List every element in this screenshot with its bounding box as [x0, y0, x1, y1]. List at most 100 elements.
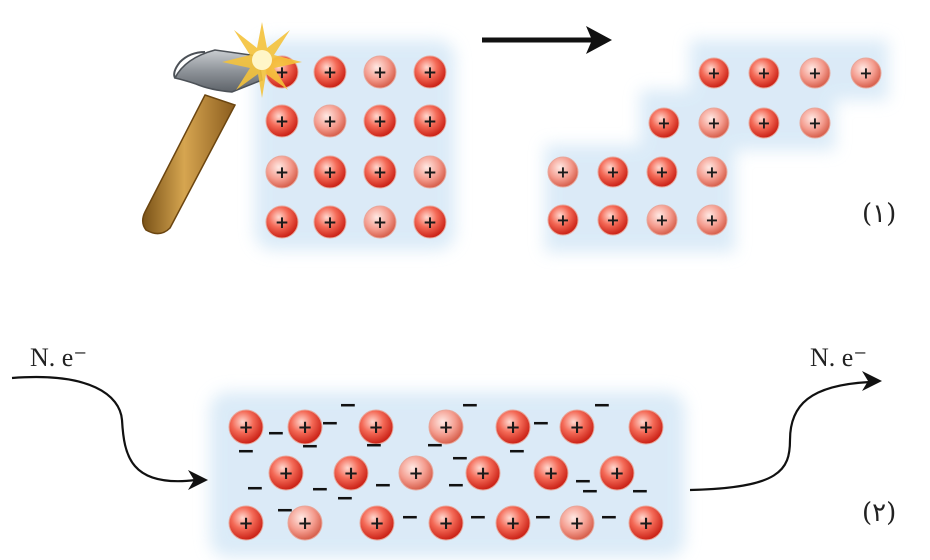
ion-after: +	[696, 156, 728, 188]
ion-charge-label: +	[757, 63, 770, 82]
ion-charge-label: +	[606, 210, 619, 229]
ion-lattice: +	[599, 455, 635, 491]
ion-charge-label: +	[638, 417, 653, 438]
electron-mark: −	[336, 486, 354, 511]
ion-charge-label: +	[569, 417, 584, 438]
ion-before: +	[363, 155, 397, 189]
electron-mark: −	[365, 433, 383, 458]
ion-before: +	[313, 104, 347, 138]
ion-charge-label: +	[423, 163, 437, 183]
ion-charge-label: +	[408, 463, 423, 484]
ion-charge-label: +	[275, 112, 289, 132]
ion-charge-label: +	[705, 162, 718, 181]
ion-charge-label: +	[707, 63, 720, 82]
ion-after: +	[646, 204, 678, 236]
ion-charge-label: +	[343, 463, 358, 484]
ion-before: +	[265, 104, 299, 138]
electron-mark: −	[374, 473, 392, 498]
electron-mark: −	[600, 505, 618, 530]
ion-before: +	[265, 155, 299, 189]
ion-charge-label: +	[323, 112, 337, 132]
electron-mark: −	[532, 411, 550, 436]
electron-mark: −	[246, 476, 264, 501]
electron-mark: −	[508, 439, 526, 464]
ion-charge-label: +	[657, 113, 670, 132]
impact-flash-icon	[222, 22, 302, 98]
ion-charge-label: +	[707, 113, 720, 132]
ion-lattice: +	[358, 409, 394, 445]
ion-before: +	[413, 155, 447, 189]
ion-charge-label: +	[297, 513, 312, 534]
sea-after	[545, 40, 888, 252]
ion-lattice: +	[268, 455, 304, 491]
electron-mark: −	[469, 505, 487, 530]
ion-charge-label: +	[323, 163, 337, 183]
ion-lattice: +	[228, 409, 264, 445]
ion-lattice: +	[628, 409, 664, 445]
ion-charge-label: +	[808, 63, 821, 82]
ion-charge-label: +	[423, 213, 437, 233]
ion-after: +	[696, 204, 728, 236]
ion-charge-label: +	[373, 163, 387, 183]
ion-charge-label: +	[556, 210, 569, 229]
panel-1-label: (۱)	[862, 199, 897, 229]
ion-charge-label: +	[373, 213, 387, 233]
hammer-claw	[173, 51, 206, 79]
ion-charge-label: +	[859, 63, 872, 82]
ion-charge-label: +	[609, 463, 624, 484]
ion-before: +	[413, 55, 447, 89]
ion-after: +	[646, 156, 678, 188]
ion-charge-label: +	[275, 163, 289, 183]
ion-before: +	[265, 205, 299, 239]
electron-mark: −	[237, 439, 255, 464]
ion-before: +	[363, 55, 397, 89]
ion-charge-label: +	[323, 213, 337, 233]
ion-lattice: +	[628, 505, 664, 541]
ion-charge-label: +	[757, 113, 770, 132]
ion-after: +	[698, 57, 730, 89]
ion-after: +	[547, 156, 579, 188]
ion-before: +	[363, 205, 397, 239]
electron-mark: −	[321, 411, 339, 436]
ion-charge-label: +	[569, 513, 584, 534]
electron-mark: −	[311, 477, 329, 502]
ion-after: +	[597, 204, 629, 236]
electron-mark: −	[574, 469, 592, 494]
ion-lattice: +	[228, 505, 264, 541]
ion-lattice: +	[287, 409, 323, 445]
ion-charge-label: +	[638, 513, 653, 534]
ion-charge-label: +	[423, 63, 437, 83]
ion-charge-label: +	[368, 417, 383, 438]
ion-charge-label: +	[655, 210, 668, 229]
electron-mark: −	[631, 479, 649, 504]
electron-mark: −	[401, 505, 419, 530]
ion-lattice: +	[359, 505, 395, 541]
electron-in-arrow-icon	[11, 375, 208, 490]
electron-input-label: N. e⁻	[30, 343, 88, 372]
ion-lattice: +	[428, 505, 464, 541]
electron-output-label: N. e⁻	[810, 343, 868, 372]
ion-charge-label: +	[238, 513, 253, 534]
electrons-layer: −−−−−−−−−−−−−−−−−−−−−−−−−	[237, 393, 649, 530]
ion-after: +	[698, 107, 730, 139]
ion-lattice: +	[428, 409, 464, 445]
ion-charge-label: +	[297, 417, 312, 438]
ion-after: +	[748, 57, 780, 89]
ion-lattice: +	[559, 409, 595, 445]
panel-2-label: (۲)	[862, 498, 897, 528]
electron-mark: −	[447, 473, 465, 498]
ion-after: +	[547, 204, 579, 236]
ion-charge-label: +	[438, 417, 453, 438]
ion-after: +	[748, 107, 780, 139]
electron-mark: −	[426, 433, 444, 458]
ions-layer: ++++++++++++++++++++++++++++++++++++++++…	[228, 55, 882, 541]
ion-charge-label: +	[373, 112, 387, 132]
ion-lattice: +	[398, 455, 434, 491]
ion-charge-label: +	[655, 162, 668, 181]
arrow-right-icon	[482, 26, 612, 54]
ion-charge-label: +	[505, 417, 520, 438]
ion-charge-label: +	[606, 162, 619, 181]
ion-before: +	[313, 55, 347, 89]
ion-after: +	[799, 107, 831, 139]
